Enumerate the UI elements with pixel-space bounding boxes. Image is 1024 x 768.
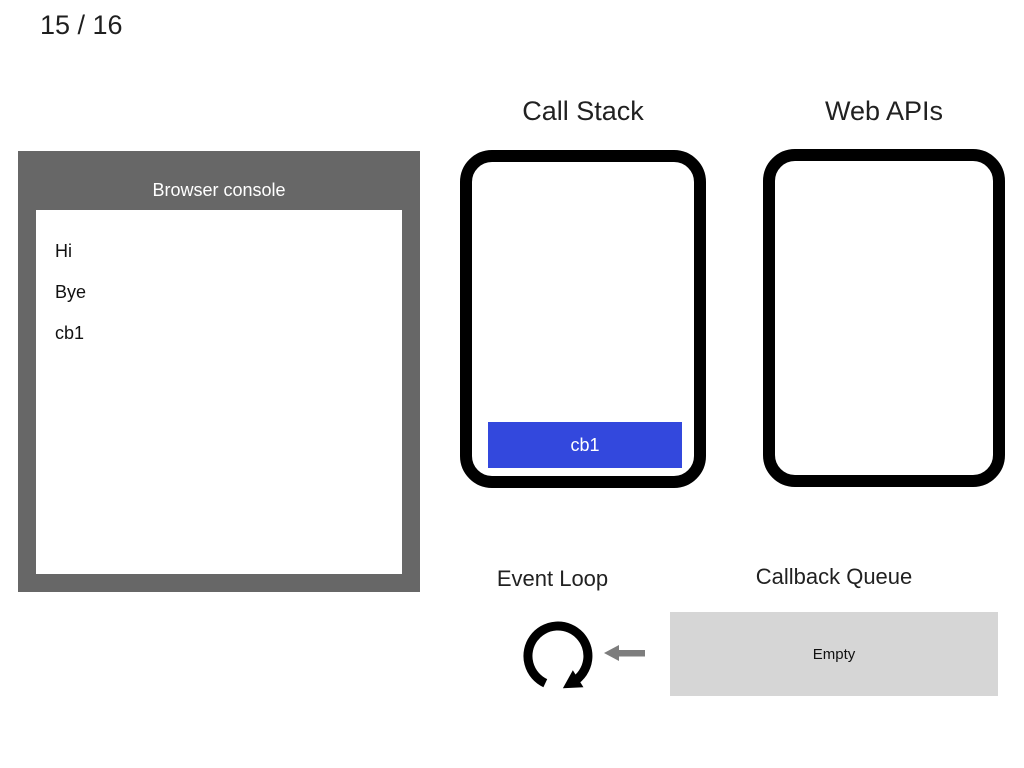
console-line: cb1	[55, 323, 85, 343]
callback-queue-box: Empty	[670, 612, 998, 696]
page-counter: 15 / 16	[40, 10, 123, 40]
left-arrow-icon	[604, 645, 645, 661]
web-apis-title: Web APIs	[824, 96, 944, 126]
browser-console-panel: Browser console Hi Bye cb1	[18, 151, 420, 592]
browser-console-title: Browser console	[152, 180, 286, 200]
console-line: Hi	[55, 241, 72, 261]
call-stack-title: Call Stack	[522, 96, 644, 126]
callback-queue-title: Callback Queue	[755, 564, 913, 589]
console-output: Hi Bye cb1	[36, 210, 402, 574]
callback-queue-status: Empty	[812, 645, 856, 663]
web-apis-box	[763, 149, 1005, 487]
stack-frame-cb1: cb1	[488, 422, 682, 468]
console-line: Bye	[55, 282, 87, 302]
event-loop-title: Event Loop	[496, 566, 609, 591]
event-loop-icon	[523, 621, 593, 689]
